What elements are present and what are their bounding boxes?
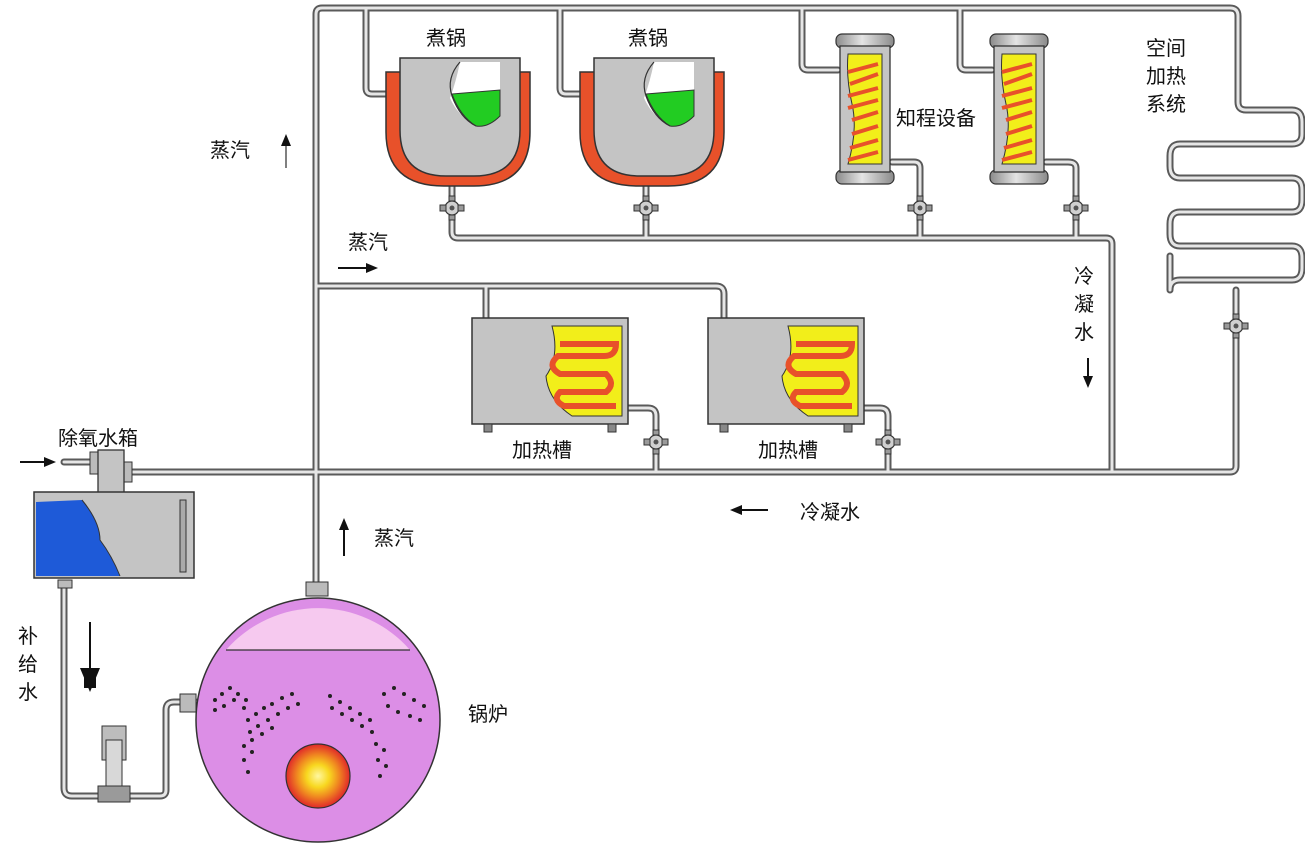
boiler-label: 锅炉: [468, 702, 508, 726]
pipe-network: [60, 4, 1305, 800]
cooking-pot-left: [385, 57, 531, 187]
process-equipment-right: [989, 33, 1049, 185]
heating-tank-right-label: 加热槽: [758, 438, 818, 462]
flow-arrows: [20, 134, 1093, 692]
condensate-vertical-label: 冷凝水: [1074, 264, 1094, 344]
pot-right-label: 煮锅: [628, 26, 668, 50]
steam-up-left-label: 蒸汽: [210, 138, 250, 162]
boiler: [179, 581, 441, 843]
heating-tank-left-label: 加热槽: [512, 438, 572, 462]
process-equipment-left: [835, 33, 895, 185]
steam-right-label: 蒸汽: [348, 230, 388, 254]
steam-up-boiler-label: 蒸汽: [374, 526, 414, 550]
heating-tank-left: [471, 317, 629, 433]
makeup-water-label: 补给水: [18, 624, 38, 704]
space-heating-label: 空间加热系统: [1146, 36, 1186, 116]
cooking-pot-right: [579, 57, 725, 187]
heating-tank-right: [707, 317, 865, 433]
pot-left-label: 煮锅: [426, 26, 466, 50]
feed-pump: [97, 725, 131, 803]
process-equipment-label: 知程设备: [896, 106, 976, 130]
condensate-horizontal-label: 冷凝水: [800, 500, 860, 524]
deaerator-tank-label: 除氧水箱: [58, 426, 138, 450]
deaerator-tank: [33, 449, 195, 589]
